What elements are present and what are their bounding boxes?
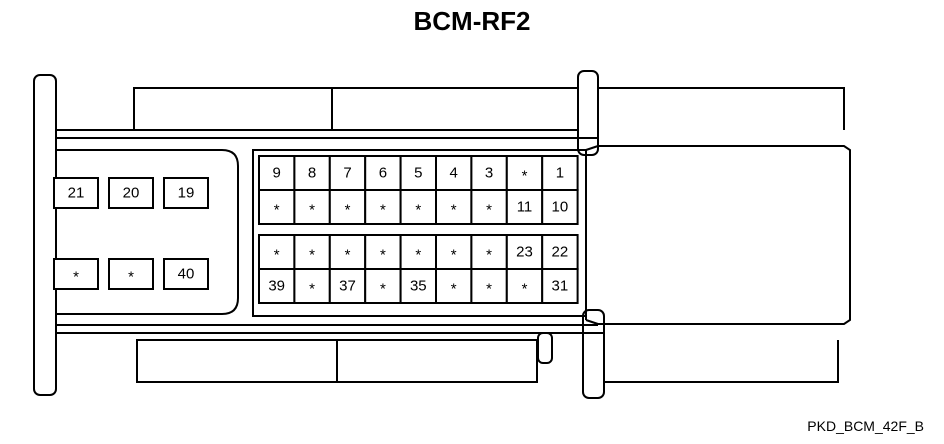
pin-cell: *	[435, 189, 473, 225]
pin-cell: 7	[328, 155, 367, 191]
pin-label: 9	[273, 165, 281, 182]
pin-cell: 20	[108, 177, 154, 209]
pin-label: 5	[414, 165, 422, 182]
pin-cell: 5	[399, 155, 438, 191]
pin-cell: *	[435, 268, 473, 304]
pin-label: *	[415, 202, 421, 219]
pin-label: 37	[339, 278, 356, 295]
pin-cell: *	[505, 268, 544, 304]
pin-label: *	[274, 247, 280, 264]
pin-cell: *	[53, 258, 99, 290]
pin-label: *	[522, 168, 528, 185]
pin-label: 40	[178, 266, 195, 283]
pin-cell: *	[108, 258, 154, 290]
pin-cell: 11	[505, 189, 544, 225]
pin-label: 11	[517, 199, 533, 216]
pin-label: *	[345, 247, 351, 264]
pin-label: 10	[552, 199, 569, 216]
pin-cell: 40	[163, 258, 209, 290]
figure-code: PKD_BCM_42F_B	[807, 418, 924, 434]
pin-cell: 9	[258, 155, 296, 191]
pin-cell: *	[364, 268, 402, 304]
pin-cell: 1	[541, 155, 579, 191]
pin-label: *	[345, 202, 351, 219]
pin-label: 4	[450, 165, 458, 182]
pin-label: *	[486, 281, 492, 298]
pin-cell: *	[470, 268, 508, 304]
pin-cell: *	[470, 234, 508, 270]
pin-label: *	[486, 202, 492, 219]
pin-cell: *	[364, 234, 402, 270]
pin-label: *	[415, 247, 421, 264]
pin-cell: 10	[541, 189, 579, 225]
pin-label: 23	[516, 244, 533, 261]
pin-cell: 35	[399, 268, 438, 304]
pin-label: *	[309, 247, 315, 264]
pin-label: 7	[343, 165, 351, 182]
pin-label: *	[380, 247, 386, 264]
pin-cell: *	[328, 234, 367, 270]
pin-label: *	[309, 202, 315, 219]
pin-label: *	[380, 281, 386, 298]
pin-cell: 6	[364, 155, 402, 191]
pin-cell: 21	[53, 177, 99, 209]
pin-cell: 4	[435, 155, 473, 191]
connector-housing	[33, 70, 851, 399]
pin-cell: 8	[293, 155, 331, 191]
pin-label: 35	[410, 278, 427, 295]
pin-cell: 22	[541, 234, 579, 270]
pin-label: *	[309, 281, 315, 298]
pin-cell: *	[293, 234, 331, 270]
pin-cell: 19	[163, 177, 209, 209]
pin-label: *	[73, 269, 79, 286]
pin-cell: *	[399, 189, 438, 225]
connector-title: BCM-RF2	[413, 6, 531, 36]
pin-cell: 39	[258, 268, 296, 304]
pin-label: 31	[552, 278, 569, 295]
pin-label: *	[451, 281, 457, 298]
pin-label: 1	[556, 165, 564, 182]
pin-cell: 23	[505, 234, 544, 270]
pin-cell: 31	[541, 268, 579, 304]
pin-label: *	[522, 281, 528, 298]
pin-cell: *	[258, 189, 296, 225]
pin-label: 20	[123, 185, 140, 202]
pin-label: 39	[268, 278, 285, 295]
pin-label: 3	[485, 165, 493, 182]
pin-label: *	[274, 202, 280, 219]
pin-cell: *	[364, 189, 402, 225]
pin-cell: 37	[328, 268, 367, 304]
pin-label: *	[128, 269, 134, 286]
pin-cell: *	[470, 189, 508, 225]
pin-cell: 3	[470, 155, 508, 191]
pin-cell: *	[399, 234, 438, 270]
pin-cell: *	[328, 189, 367, 225]
pin-cell: *	[293, 268, 331, 304]
pin-cell: *	[435, 234, 473, 270]
pin-cell: *	[293, 189, 331, 225]
pin-label: 6	[379, 165, 387, 182]
pin-label: 22	[552, 244, 569, 261]
pin-label: *	[486, 247, 492, 264]
pin-label: *	[451, 202, 457, 219]
pin-label: 19	[178, 185, 195, 202]
pin-cell: *	[258, 234, 296, 270]
pin-label: *	[380, 202, 386, 219]
pin-label: *	[451, 247, 457, 264]
pin-label: 8	[308, 165, 316, 182]
pin-cell: *	[505, 155, 544, 191]
pin-label: 21	[68, 185, 85, 202]
